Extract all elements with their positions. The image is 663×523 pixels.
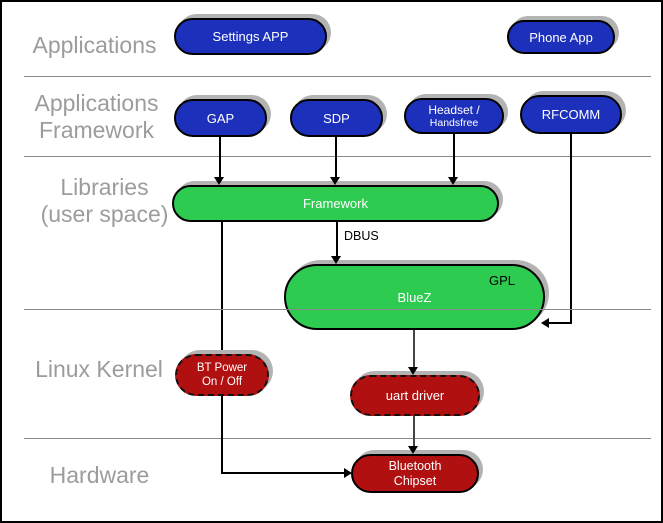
- node-settings-app: Settings APP: [174, 18, 327, 55]
- node-gap-label: GAP: [206, 110, 235, 126]
- node-framework-label: Framework: [302, 196, 368, 211]
- edge-sdp-framework: [335, 137, 337, 180]
- arrowhead-sdp-framework: [330, 177, 340, 185]
- node-bluetooth-chipset-line1: Bluetooth: [388, 458, 442, 473]
- arrowhead-framework-bluez: [331, 256, 341, 264]
- node-settings-app-label: Settings APP: [212, 29, 289, 44]
- edge-framework-btpower-chipset-vertical: [221, 222, 223, 474]
- layer-label-applications-text: Applications: [32, 32, 157, 58]
- node-rfcomm: RFCOMM: [520, 95, 622, 134]
- divider-kernel-hardware: [24, 438, 651, 439]
- arrowhead-btpower-chipset: [344, 468, 352, 478]
- layer-label-applications-framework-line1: Applications: [34, 90, 159, 116]
- layer-label-applications-framework: Applications Framework: [14, 90, 179, 144]
- node-sdp: SDP: [290, 99, 383, 137]
- layer-label-libraries-line1: Libraries: [60, 174, 149, 200]
- layer-label-hardware-text: Hardware: [49, 462, 150, 488]
- edge-gap-framework: [219, 137, 221, 180]
- divider-libraries-kernel: [24, 309, 651, 310]
- layer-label-applications-framework-line2: Framework: [38, 117, 154, 143]
- edge-rfcomm-vertical: [570, 134, 572, 324]
- node-headset-handsfree: Headset / Handsfree: [404, 98, 504, 134]
- edge-label-dbus: DBUS: [344, 229, 379, 243]
- node-uart-driver-label: uart driver: [385, 388, 445, 403]
- layer-label-hardware: Hardware: [22, 462, 177, 489]
- arrowhead-uart-chipset: [408, 446, 418, 454]
- node-bluetooth-chipset: Bluetooth Chipset: [351, 454, 479, 493]
- node-bluez-label: BlueZ: [397, 289, 432, 305]
- node-headset-line1: Headset /: [428, 102, 480, 117]
- layer-label-libraries: Libraries (user space): [12, 174, 197, 228]
- edge-rfcomm-horizontal: [549, 322, 572, 324]
- node-bt-power: BT Power On / Off: [175, 354, 269, 396]
- arrowhead-headset-framework: [448, 177, 458, 185]
- node-uart-driver: uart driver: [350, 375, 480, 416]
- bluez-license-badge: GPL: [488, 273, 515, 288]
- node-framework: Framework: [172, 185, 499, 222]
- edge-btpower-chipset-horizontal: [221, 472, 345, 474]
- node-bluez: GPL BlueZ: [284, 264, 545, 330]
- arrowhead-gap-framework: [214, 177, 224, 185]
- node-bt-power-line1: BT Power: [196, 362, 248, 374]
- node-phone-app-label: Phone App: [529, 29, 593, 45]
- node-headset-line2: Handsfree: [429, 116, 479, 129]
- node-phone-app: Phone App: [507, 20, 615, 54]
- layer-label-libraries-line2: (user space): [40, 201, 169, 227]
- edge-bluez-uart: [413, 330, 415, 370]
- arrowhead-rfcomm-bluez: [541, 318, 549, 328]
- node-bt-power-line2: On / Off: [201, 376, 243, 388]
- node-sdp-label: SDP: [323, 110, 350, 126]
- node-gap: GAP: [174, 99, 267, 137]
- layer-label-applications: Applications: [17, 32, 172, 59]
- edge-uart-chipset: [413, 416, 415, 449]
- layer-label-linux-kernel-text: Linux Kernel: [35, 356, 163, 382]
- divider-applications-framework: [24, 156, 651, 157]
- edge-framework-bluez: [336, 222, 338, 258]
- edge-headset-framework: [453, 134, 455, 180]
- layer-label-linux-kernel: Linux Kernel: [14, 356, 184, 383]
- arrowhead-bluez-uart: [408, 367, 418, 375]
- node-bluetooth-chipset-line2: Chipset: [393, 473, 437, 488]
- divider-applications: [24, 76, 651, 77]
- node-rfcomm-label: RFCOMM: [541, 107, 601, 122]
